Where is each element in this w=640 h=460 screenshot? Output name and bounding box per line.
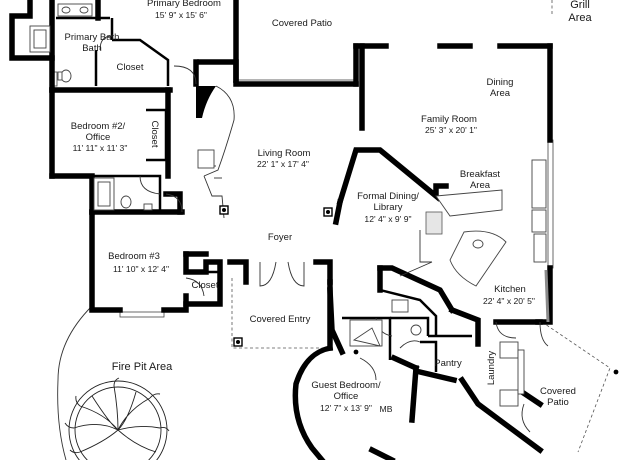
room-kitchen-name: Kitchen bbox=[494, 284, 526, 295]
room-breakfast-area-name-line2: Area bbox=[470, 180, 491, 191]
walls bbox=[9, 0, 553, 460]
room-closet-bedroom-3: Closet bbox=[192, 280, 219, 291]
room-formal-dining-name-line2: Library bbox=[373, 202, 402, 213]
room-covered-patio-top: Covered Patio bbox=[272, 18, 332, 29]
room-primary-bath-name-line2: Bath bbox=[82, 43, 102, 54]
room-family-room-name: Family Room bbox=[421, 114, 477, 125]
room-grill-area-name: Grill bbox=[570, 0, 590, 11]
fire-pit-patio-outline bbox=[57, 305, 93, 460]
room-covered-patio-right-name: Covered bbox=[540, 386, 576, 397]
room-family-room-dims: 25' 3" x 20' 1" bbox=[425, 125, 477, 135]
room-bedroom-2-dims: 11' 11" x 11' 3" bbox=[73, 143, 128, 153]
room-labels: Primary Bedroom 15' 9" x 15' 6" Primary … bbox=[65, 0, 593, 414]
room-bedroom-2-name: Bedroom #2/ bbox=[71, 121, 126, 132]
room-bedroom-3-dims: 11' 10" x 12' 4" bbox=[113, 264, 169, 274]
tree-icon bbox=[64, 377, 170, 460]
room-fire-pit-area-name: Fire Pit Area bbox=[112, 361, 173, 373]
room-primary-bedroom-name: Primary Bedroom bbox=[147, 0, 221, 9]
room-guest-bedroom-name: Guest Bedroom/ bbox=[311, 380, 381, 391]
room-living-room-name: Living Room bbox=[258, 148, 311, 159]
room-covered-entry-name: Covered Entry bbox=[250, 314, 311, 325]
room-laundry-name: Laundry bbox=[486, 351, 497, 386]
room-kitchen-dims: 22' 4" x 20' 5" bbox=[483, 296, 535, 306]
room-covered-patio-right-name-line2: Patio bbox=[547, 397, 569, 408]
room-living-room-dims: 22' 1" x 17' 4" bbox=[257, 159, 309, 169]
room-primary-bedroom-dims: 15' 9" x 15' 6" bbox=[155, 10, 207, 20]
room-closet-bedroom-2: Closet bbox=[149, 121, 160, 148]
room-bedroom-3-name: Bedroom #3 bbox=[108, 251, 160, 262]
room-closet-primary: Closet bbox=[117, 62, 144, 73]
room-formal-dining-dims: 12' 4" x 9' 9" bbox=[364, 214, 411, 224]
outdoor-outlines bbox=[231, 0, 611, 453]
room-pantry-name: Pantry bbox=[434, 358, 462, 369]
room-grill-area-name-line2: Area bbox=[568, 12, 592, 24]
room-mb-name: MB bbox=[380, 404, 393, 414]
room-bedroom-2-name-line2: Office bbox=[86, 132, 111, 143]
room-formal-dining-name: Formal Dining/ bbox=[357, 191, 419, 202]
room-foyer-name: Foyer bbox=[268, 232, 292, 243]
room-guest-bedroom-name-line2: Office bbox=[334, 391, 359, 402]
room-primary-bath-name: Primary Bath bbox=[65, 32, 120, 43]
fixtures bbox=[29, 3, 619, 407]
room-dining-area-name: Dining bbox=[487, 77, 514, 88]
room-breakfast-area-name: Breakfast bbox=[460, 169, 500, 180]
room-dining-area-name-line2: Area bbox=[490, 88, 511, 99]
room-guest-bedroom-dims: 12' 7" x 13' 9" bbox=[320, 403, 372, 413]
